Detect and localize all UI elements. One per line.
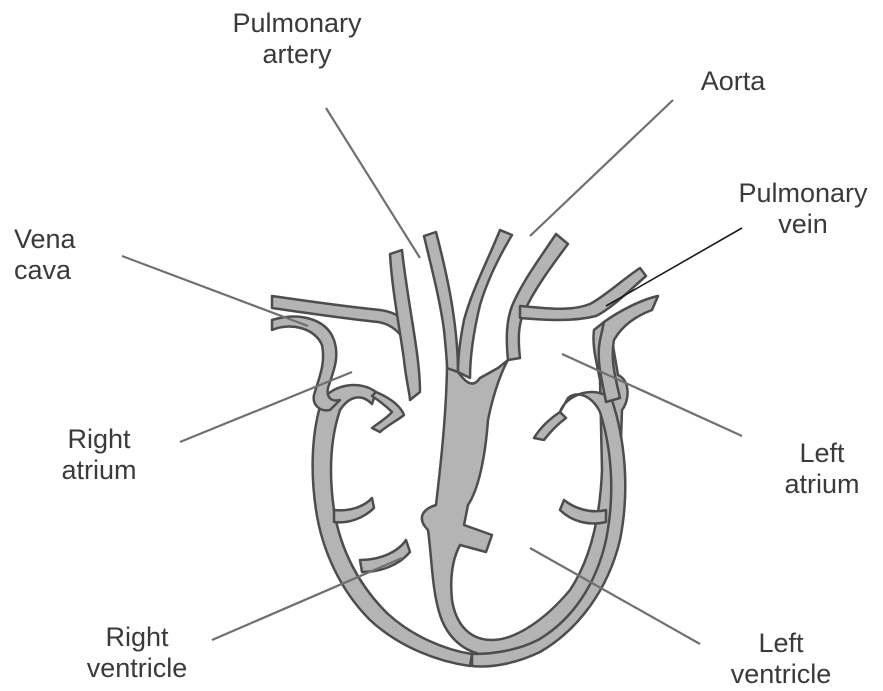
aorta-leader: [530, 100, 673, 236]
label-vena-cava-line1: Vena: [14, 224, 114, 255]
label-pulmonary-vein: Pulmonary vein: [728, 178, 878, 240]
label-right-atrium: Right atrium: [44, 424, 154, 486]
pulmonary-artery-leader: [326, 108, 420, 258]
label-right-atrium-line2: atrium: [44, 455, 154, 486]
label-pulmonary-vein-line2: vein: [728, 209, 878, 240]
label-right-ventricle-line1: Right: [72, 622, 202, 653]
pulmonary-vein-leader: [606, 228, 742, 306]
label-left-atrium-line1: Left: [772, 438, 872, 469]
label-left-ventricle: Left ventricle: [716, 628, 846, 690]
label-aorta-line1: Aorta: [678, 66, 788, 97]
tricuspid-valve: [372, 392, 404, 432]
label-left-ventricle-line2: ventricle: [716, 659, 846, 690]
aorta-arch-right: [507, 234, 568, 360]
label-pulmonary-artery-line2: artery: [222, 39, 372, 70]
right-atrium-wall: [272, 317, 340, 411]
mitral-valve: [534, 412, 566, 440]
label-vena-cava-line2: cava: [14, 255, 114, 286]
label-pulmonary-artery: Pulmonary artery: [222, 8, 372, 70]
label-left-ventricle-line1: Left: [716, 628, 846, 659]
pulmonary-trunk: [424, 232, 458, 372]
aorta-vessel: [458, 230, 512, 378]
left-atrium-wall: [599, 296, 658, 402]
label-vena-cava: Vena cava: [14, 224, 114, 286]
label-left-atrium-line2: atrium: [772, 469, 872, 500]
label-left-atrium: Left atrium: [772, 438, 872, 500]
label-right-atrium-line1: Right: [44, 424, 154, 455]
vena-cava-leader: [122, 256, 308, 326]
label-pulmonary-vein-line1: Pulmonary: [728, 178, 878, 209]
right-ventricle-trabecula: [334, 498, 374, 522]
label-right-ventricle: Right ventricle: [72, 622, 202, 684]
label-pulmonary-artery-line1: Pulmonary: [222, 8, 372, 39]
right-ventricle-trabecula-lower: [360, 540, 410, 572]
label-aorta: Aorta: [678, 66, 788, 97]
label-right-ventricle-line2: ventricle: [72, 653, 202, 684]
